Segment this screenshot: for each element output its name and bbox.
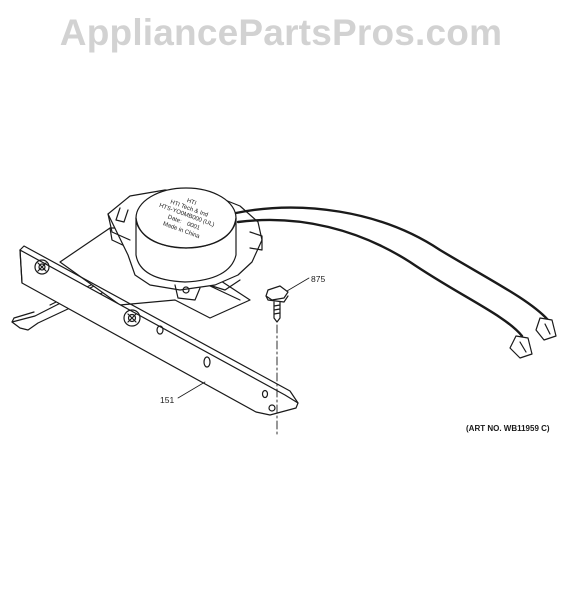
svg-text:0001: 0001 [186,222,201,232]
callout-bracket: 151 [160,395,175,405]
art-number: (ART NO. WB11959 C) [466,424,550,433]
svg-text:Date:: Date: [167,215,183,226]
leader-line-875 [286,277,310,292]
wire-harness [234,206,550,338]
wire-terminal-left [509,335,533,359]
svg-text:HTI: HTI [186,198,197,207]
bracket-strip [19,245,299,416]
site-watermark: AppliancePartsPros.com [59,12,503,53]
leader-line-151 [177,381,206,399]
wire-terminal-right [535,317,557,341]
screw-875 [265,285,289,323]
callout-screw: 875 [311,274,326,284]
timer-motor [107,187,263,301]
